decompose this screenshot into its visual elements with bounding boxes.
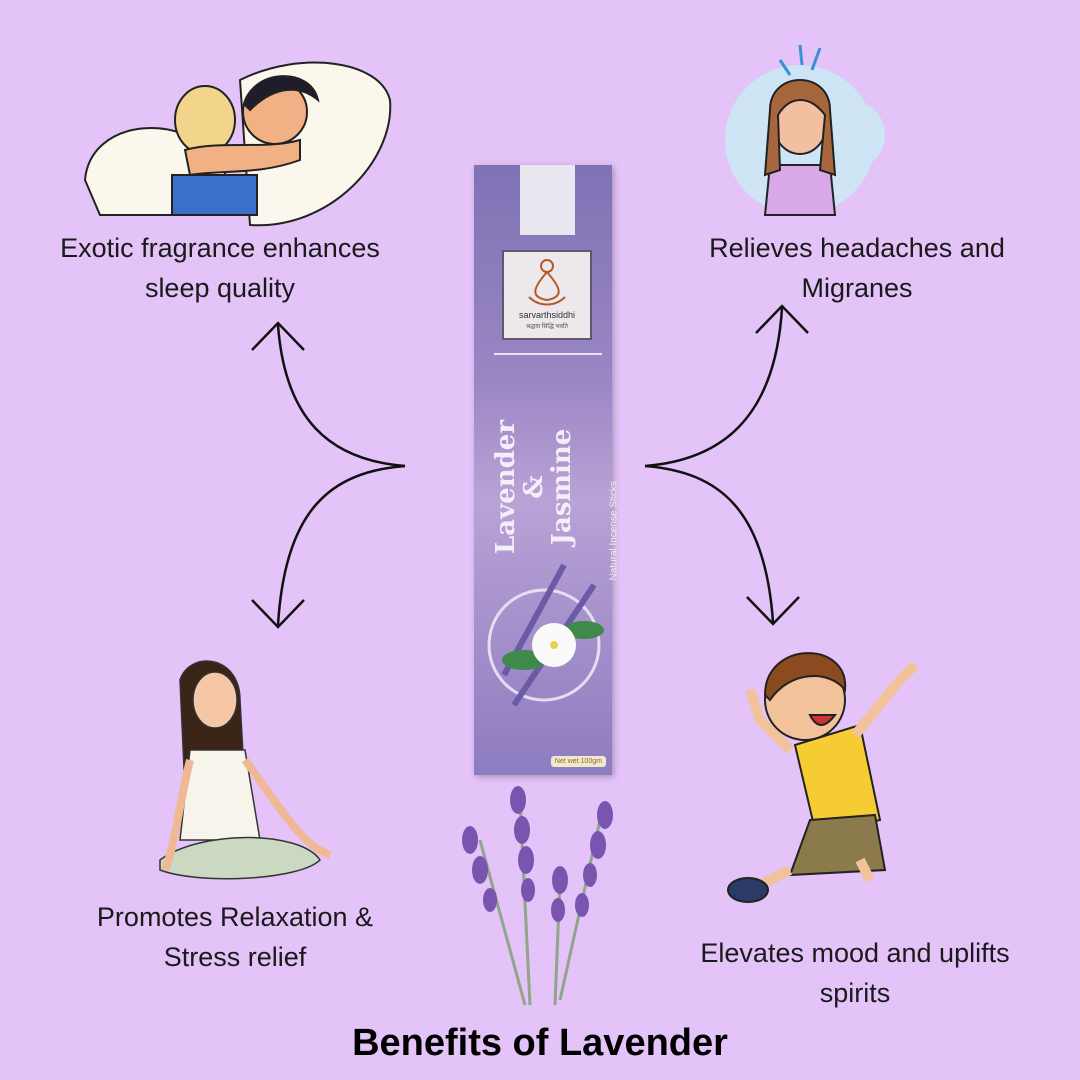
lavender-flower-icon bbox=[462, 786, 613, 1006]
box-tab bbox=[520, 165, 575, 235]
happy-kid-icon bbox=[727, 652, 919, 903]
benefit-mood: Elevates mood and uplifts spirits bbox=[700, 938, 1010, 1008]
arrow-down-right bbox=[644, 464, 800, 626]
brand-logo: sarvarthsiddhi श्रद्धया सिद्धि भवति bbox=[502, 250, 592, 340]
divider bbox=[494, 353, 602, 355]
meditation-logo-icon bbox=[528, 259, 566, 306]
benefit-sleep: Exotic fragrance enhances sleep quality bbox=[60, 233, 380, 303]
benefit-relaxation: Promotes Relaxation & Stress relief bbox=[96, 902, 374, 972]
sleeping-person-icon bbox=[83, 61, 392, 227]
arrow-down-left bbox=[251, 464, 406, 629]
arrow-up-left bbox=[251, 321, 406, 468]
headache-person-icon bbox=[725, 44, 885, 216]
net-weight-label: Net wet.100gm bbox=[550, 756, 606, 767]
product-box: sarvarthsiddhi श्रद्धया सिद्धि भवति Lave… bbox=[474, 165, 620, 775]
benefit-headache: Relieves headaches and Migranes bbox=[709, 233, 1005, 303]
meditating-woman-icon bbox=[159, 660, 332, 880]
brand-tagline: श्रद्धया सिद्धि भवति bbox=[526, 324, 568, 330]
brand-name: sarvarthsiddhi bbox=[518, 310, 576, 320]
page-title: Benefits of Lavender bbox=[352, 1022, 728, 1064]
flower-artwork-icon bbox=[487, 563, 604, 707]
arrow-up-right bbox=[644, 304, 809, 468]
